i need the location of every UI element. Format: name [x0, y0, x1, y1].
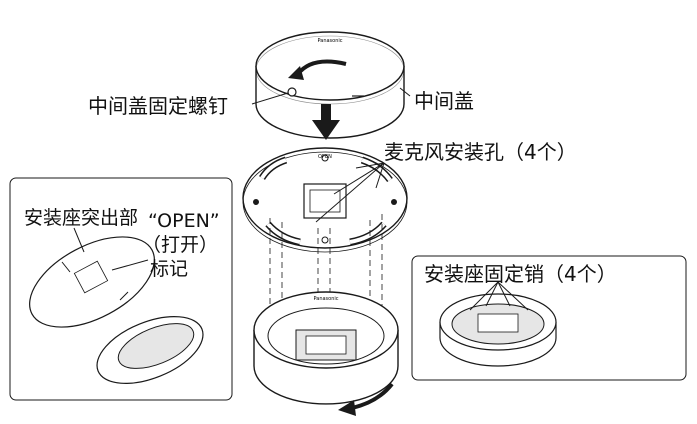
- label-open-mark-line2: （打开）: [142, 234, 219, 256]
- rotate-arrow-icon: [351, 382, 394, 410]
- alignment-guides: [269, 214, 383, 318]
- label-mount-pins: 安装座固定销（4个）: [424, 262, 617, 286]
- label-open-mark-line3: 标记: [150, 258, 189, 280]
- label-mic-holes: 麦克风安装孔（4个）: [384, 140, 577, 164]
- label-mount-protrusion: 安装座突出部: [24, 207, 139, 229]
- screw-icon: [287, 87, 297, 97]
- svg-text:Panasonic: Panasonic: [313, 296, 338, 302]
- left-inset: [9, 177, 233, 401]
- svg-text:OPEN: OPEN: [318, 154, 332, 160]
- down-arrow-icon: [312, 104, 340, 140]
- middle-cover: Panasonic: [255, 31, 405, 139]
- mounting-plate: OPEN: [242, 147, 408, 253]
- brand-logo: Panasonic: [317, 38, 342, 44]
- label-open-mark-line1: “OPEN”: [148, 210, 220, 232]
- label-middle-cover-screw: 中间盖固定螺钉: [88, 94, 228, 118]
- mounting-base: Panasonic: [253, 291, 399, 405]
- right-inset: [411, 255, 687, 381]
- label-middle-cover: 中间盖: [414, 89, 474, 113]
